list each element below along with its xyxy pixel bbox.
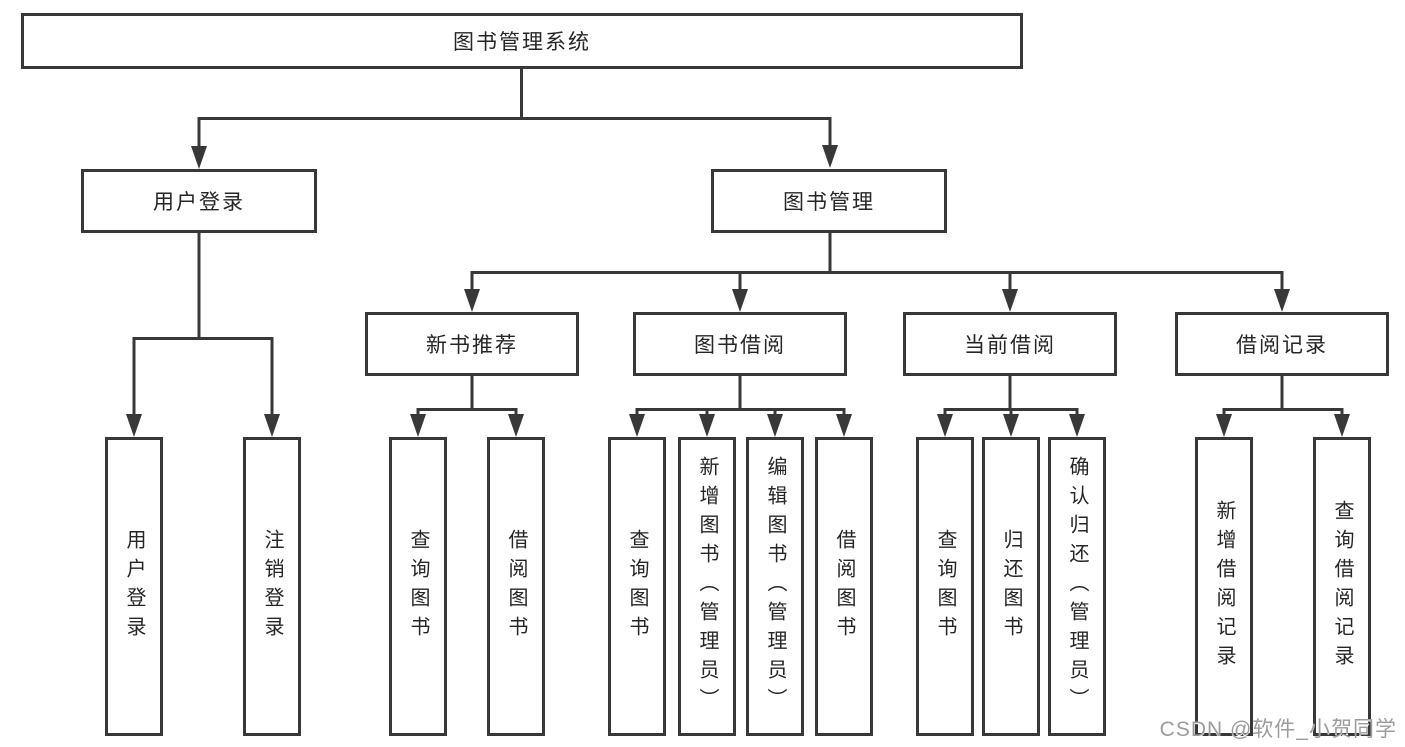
node-user-login: 用户登录 xyxy=(81,169,317,233)
leaf-query-books-1: 查询图书 xyxy=(389,437,447,736)
leaf-add-borrow-record: 新增借阅记录 xyxy=(1195,437,1253,736)
leaf-query-books-2: 查询图书 xyxy=(608,437,666,736)
leaf-borrow-books-2: 借阅图书 xyxy=(815,437,873,736)
node-root: 图书管理系统 xyxy=(21,13,1023,69)
node-book-borrow: 图书借阅 xyxy=(633,312,847,376)
node-borrow-records: 借阅记录 xyxy=(1175,312,1389,376)
leaf-add-books-admin: 新增图书（管理员） xyxy=(678,437,736,736)
node-book-management: 图书管理 xyxy=(711,169,947,233)
csdn-watermark: CSDN @软件_小贺同学 xyxy=(1159,718,1397,741)
node-current-borrow: 当前借阅 xyxy=(903,312,1117,376)
leaf-confirm-return-admin: 确认归还（管理员） xyxy=(1048,437,1106,736)
leaf-return-books: 归还图书 xyxy=(982,437,1040,736)
leaf-query-books-3: 查询图书 xyxy=(916,437,974,736)
leaf-query-borrow-record: 查询借阅记录 xyxy=(1313,437,1371,736)
leaf-user-login: 用户登录 xyxy=(105,437,163,736)
leaf-edit-books-admin: 编辑图书（管理员） xyxy=(746,437,804,736)
node-new-book-recommend: 新书推荐 xyxy=(365,312,579,376)
leaf-logout: 注销登录 xyxy=(243,437,301,736)
leaf-borrow-books-1: 借阅图书 xyxy=(487,437,545,736)
